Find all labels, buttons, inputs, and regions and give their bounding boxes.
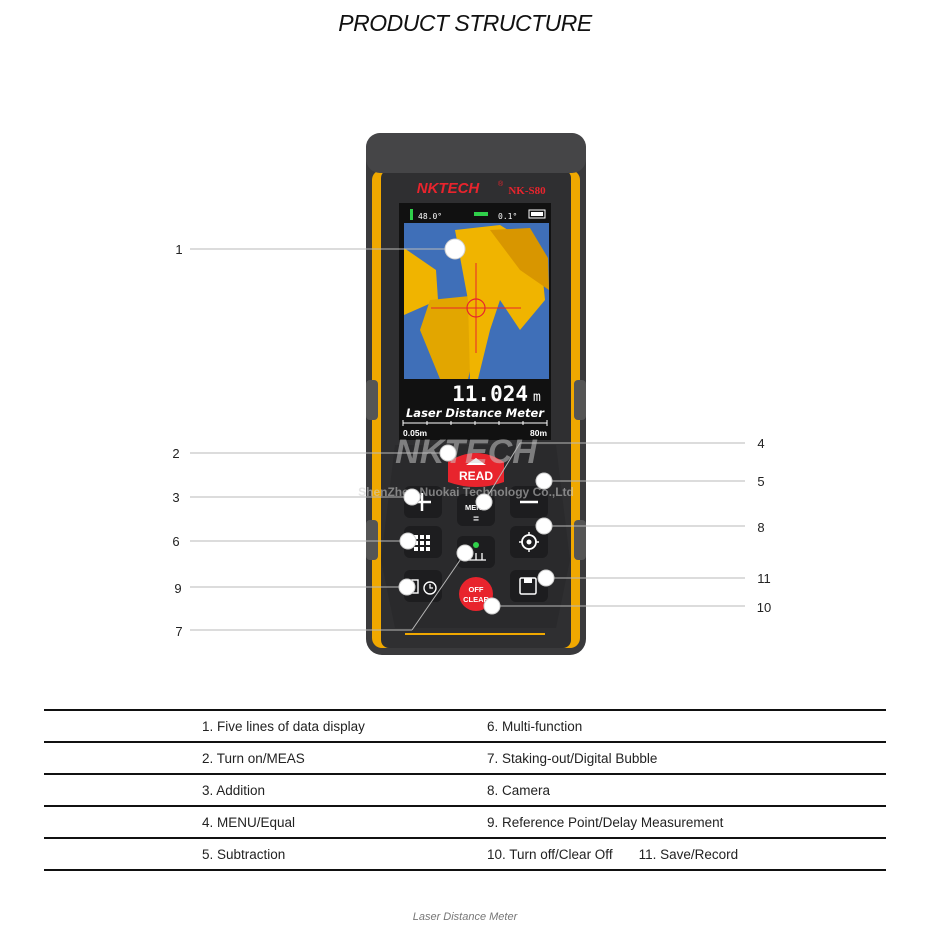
callout-number-9: 9	[174, 581, 182, 596]
legend-item-6: 6. Multi-function	[487, 709, 886, 743]
clear-button-label: CLEAR	[463, 595, 489, 604]
read-button[interactable]: READ	[448, 453, 504, 487]
watermark-logo: NKTECH	[395, 433, 538, 471]
status-angle-right: 0.1°	[498, 212, 517, 221]
callout-number-7: 7	[175, 624, 183, 639]
off-button-label: OFF	[469, 585, 484, 594]
level-indicator-icon	[410, 209, 413, 220]
legend-item-9: 9. Reference Point/Delay Measurement	[487, 805, 886, 839]
range-scale	[402, 420, 548, 426]
brand-registered-mark: ®	[498, 180, 504, 188]
range-min-label: 0.05m	[403, 428, 428, 438]
callout-dots	[398, 238, 555, 615]
legend-item-11: 11. Save/Record	[638, 846, 739, 862]
callout-number-5: 5	[757, 474, 765, 489]
legend-item-10-11: 10. Turn off/Clear Off 11. Save/Record	[487, 837, 886, 871]
laser-meter-device: NKTECH ® NK-S80 48.0° 0.1° 11.024 m Lase…	[366, 133, 586, 655]
range-max-label: 80m	[530, 428, 547, 438]
bubble-indicator-icon	[474, 212, 488, 216]
multi-function-button[interactable]	[404, 526, 442, 558]
read-button-label: READ	[459, 469, 493, 483]
battery-icon	[528, 209, 546, 219]
reference-point-button[interactable]	[404, 570, 442, 602]
legend-item-1: 1. Five lines of data display	[44, 709, 487, 743]
footer-caption: Laser Distance Meter	[412, 911, 518, 923]
callout-number-4: 4	[757, 436, 765, 451]
legend-item-10: 10. Turn off/Clear Off	[487, 846, 613, 862]
page-title: PRODUCT STRUCTURE	[338, 10, 592, 36]
callout-number-11: 11	[757, 571, 771, 586]
legend-item-3: 3. Addition	[44, 773, 487, 807]
legend-item-7: 7. Staking-out/Digital Bubble	[487, 741, 886, 775]
callout-number-3: 3	[172, 490, 180, 505]
status-angle-left: 48.0°	[418, 212, 442, 221]
crosshair-icon	[431, 263, 521, 353]
structure-legend-table: 1. Five lines of data display 6. Multi-f…	[44, 709, 886, 871]
legend-item-5: 5. Subtraction	[44, 837, 487, 871]
distance-reading: 11.024	[452, 382, 528, 406]
callout-lines	[190, 248, 745, 631]
callout-number-1: 1	[175, 242, 183, 257]
table-row: 4. MENU/Equal 9. Reference Point/Delay M…	[44, 805, 886, 839]
table-row: 1. Five lines of data display 6. Multi-f…	[44, 709, 886, 743]
callout-number-2: 2	[172, 446, 180, 461]
brand-logo: NKTECH	[417, 180, 481, 197]
table-row: 5. Subtraction 10. Turn off/Clear Off 11.…	[44, 837, 886, 871]
callout-number-8: 8	[757, 520, 765, 535]
table-row: 2. Turn on/MEAS 7. Staking-out/Digital B…	[44, 741, 886, 775]
distance-unit: m	[533, 390, 541, 405]
minus-button[interactable]	[510, 486, 548, 518]
equal-button-label: =	[473, 514, 479, 525]
model-label: NK-S80	[508, 185, 546, 197]
legend-item-8: 8. Camera	[487, 773, 886, 807]
legend-item-4: 4. MENU/Equal	[44, 805, 487, 839]
menu-button-label: MENU	[465, 503, 487, 512]
device-diagram: NKTECH ® NK-S80 48.0° 0.1° 11.024 m Lase…	[190, 133, 745, 655]
screen-caption: Laser Distance Meter	[406, 406, 545, 420]
camera-subject-shape	[404, 225, 549, 379]
camera-button[interactable]	[510, 526, 548, 558]
callout-number-6: 6	[172, 534, 180, 549]
callout-number-10: 10	[756, 600, 772, 615]
table-row: 3. Addition 8. Camera	[44, 773, 886, 807]
legend-item-2: 2. Turn on/MEAS	[44, 741, 487, 775]
